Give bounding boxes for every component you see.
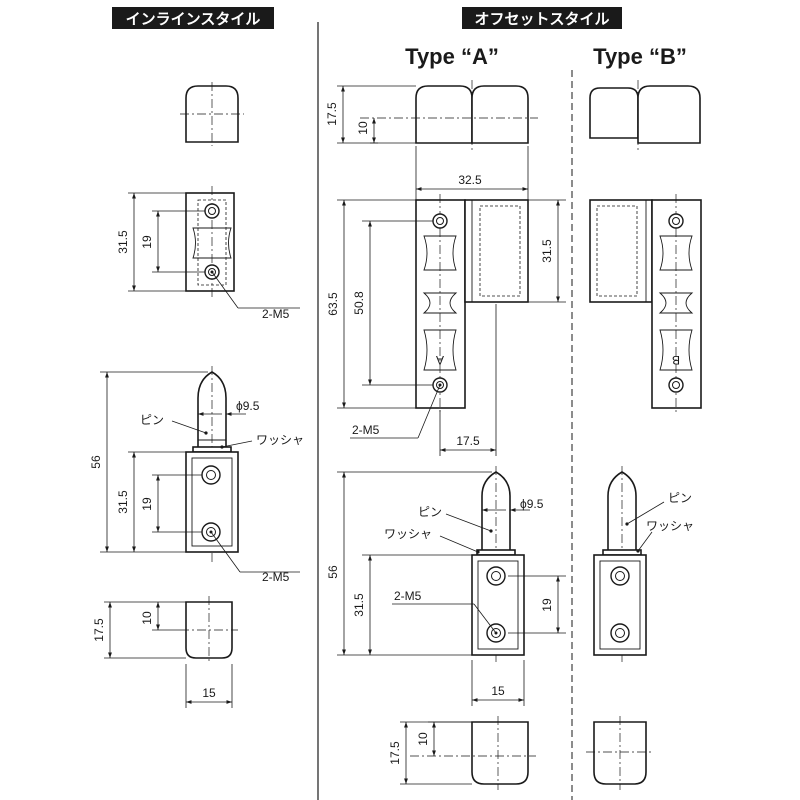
callout-b-pin: ピン: [625, 491, 692, 526]
m5-label: 2-M5: [394, 589, 422, 603]
type-b-top-view: [589, 80, 701, 150]
dim-63-5-label: 63.5: [326, 292, 340, 316]
dim-a-cap-17-5: 17.5: [388, 721, 472, 785]
dim-31-5-label: 31.5: [116, 490, 130, 514]
callout-inline-m5-bottom: 2-M5: [209, 530, 300, 584]
header-inline-text: インラインスタイル: [126, 11, 261, 28]
washer-label: ワッシャ: [384, 527, 432, 541]
washer-label: ワッシャ: [646, 519, 694, 533]
inline-top-view: [180, 82, 244, 146]
header-inline: インラインスタイル: [112, 7, 274, 29]
dim-10-label: 10: [140, 611, 154, 625]
pin-label: ピン: [668, 491, 692, 505]
dim-a-phi: ϕ9.5: [481, 497, 544, 514]
dim-a-15: 15: [471, 660, 525, 706]
dim-10-label: 10: [416, 732, 430, 746]
dim-a-17-5-lower: 17.5: [439, 304, 497, 456]
dim-31-5-label: 31.5: [116, 230, 130, 254]
phi-label: ϕ9.5: [236, 399, 260, 413]
dim-19-label: 19: [140, 235, 154, 249]
dim-17-5-label: 17.5: [92, 618, 106, 642]
type-a-leaf-front-view: A: [415, 194, 529, 414]
inline-pin-leaf-view: [185, 366, 239, 562]
callout-inline-m5-top: 2-M5: [210, 270, 300, 321]
m5-label: 2-M5: [262, 570, 290, 584]
dim-10-label: 10: [356, 121, 370, 135]
dim-a-63-5: 63.5: [326, 199, 416, 409]
dim-17-5-label: 17.5: [325, 102, 339, 126]
dim-56-label: 56: [326, 565, 340, 579]
type-a-title: Type “A”: [405, 44, 499, 69]
washer-label: ワッシャ: [256, 433, 304, 447]
dim-a-cap-10: 10: [416, 721, 472, 756]
dim-inline-cap-17-5: 17.5: [92, 601, 186, 659]
header-offset-text: オフセットスタイル: [474, 11, 609, 28]
callout-a-washer: ワッシャ: [384, 527, 480, 554]
dim-a-31-5: 31.5: [528, 199, 566, 303]
header-offset: オフセットスタイル: [462, 7, 622, 29]
type-a-pin-leaf-view: [471, 466, 525, 664]
dim-15-label: 15: [491, 684, 505, 698]
type-b-pin-leaf-view: [593, 466, 647, 664]
callout-a-m5-top: 2-M5: [350, 383, 442, 439]
inline-bottom-view: [180, 596, 238, 664]
callout-inline-washer: ワッシャ: [220, 433, 304, 449]
callout-a-m5-bottom: 2-M5: [392, 589, 498, 635]
dim-inline-19: 19: [140, 210, 205, 273]
phi-label: ϕ9.5: [520, 497, 544, 511]
pin-label: ピン: [418, 505, 442, 519]
dim-56-label: 56: [89, 455, 103, 469]
dim-inline-pin-31-5: 31.5: [116, 451, 186, 552]
dim-31-5-label: 31.5: [352, 593, 366, 617]
type-a-top-view: [360, 80, 538, 150]
type-b-title: Type “B”: [593, 44, 687, 69]
dim-inline-56: 56: [89, 371, 208, 553]
dim-19-label: 19: [140, 497, 154, 511]
dim-17-5-label: 17.5: [456, 434, 480, 448]
dim-17-5-label: 17.5: [388, 741, 402, 765]
dim-50-8-label: 50.8: [352, 291, 366, 315]
callout-inline-pin: ピン: [140, 413, 208, 435]
dim-inline-cap-10: 10: [140, 602, 180, 631]
mark-a: A: [436, 353, 444, 367]
inline-leaf-front-view: [185, 186, 235, 298]
type-b-leaf-front-view: B: [589, 194, 702, 414]
dim-inline-cap-15: 15: [185, 664, 233, 708]
dim-a-top-10: 10: [356, 118, 378, 144]
m5-label: 2-M5: [262, 307, 290, 321]
dim-a-50-8: 50.8: [352, 220, 433, 386]
dim-inline-pin-19: 19: [140, 474, 202, 533]
dim-32-5-label: 32.5: [458, 173, 482, 187]
dim-a-pin-31-5: 31.5: [352, 554, 472, 655]
m5-label: 2-M5: [352, 423, 380, 437]
dim-a-pin-19: 19: [508, 575, 566, 634]
callout-b-washer: ワッシャ: [636, 519, 694, 553]
dim-a-32-5: 32.5: [415, 146, 529, 200]
dim-31-5-label: 31.5: [540, 239, 554, 263]
dim-a-56: 56: [326, 471, 492, 656]
type-b-bottom-view: [586, 716, 654, 790]
dim-15-label: 15: [202, 686, 216, 700]
dim-inline-31-5: 31.5: [116, 192, 186, 292]
dim-a-top-17-5: 17.5: [325, 85, 416, 144]
dim-19-label: 19: [540, 598, 554, 612]
dim-inline-phi: ϕ9.5: [197, 399, 260, 418]
callout-a-pin: ピン: [418, 505, 493, 533]
type-a-bottom-view: [410, 716, 536, 790]
pin-label: ピン: [140, 413, 164, 427]
mark-b: B: [672, 353, 680, 367]
